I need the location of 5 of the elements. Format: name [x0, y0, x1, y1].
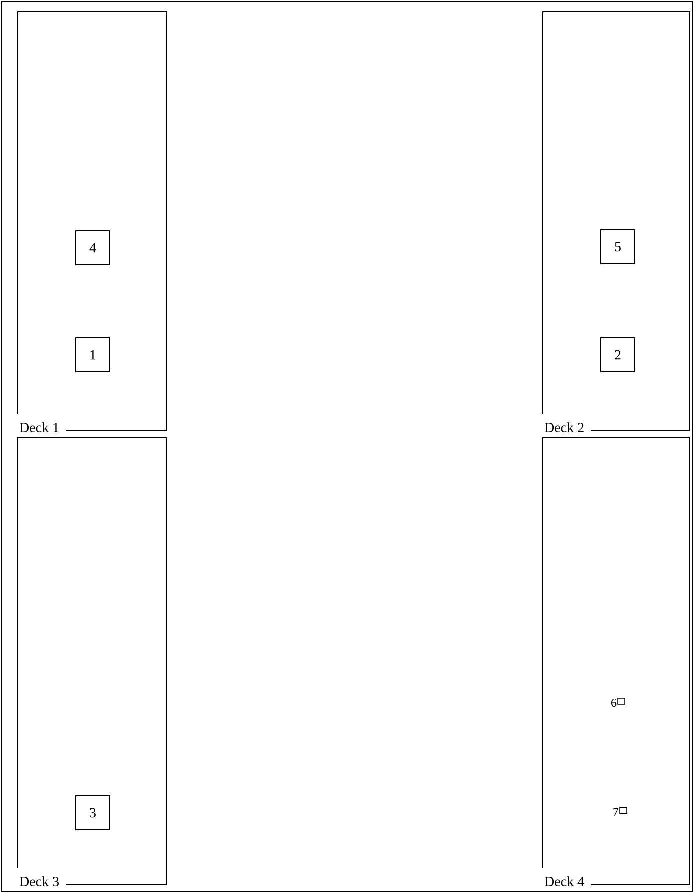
number-box: 1 — [76, 338, 110, 372]
number-box: 4 — [76, 230, 110, 266]
number-box: 5 — [600, 230, 636, 264]
number-box: 3 — [76, 796, 110, 830]
number-box: 2 — [600, 338, 636, 372]
